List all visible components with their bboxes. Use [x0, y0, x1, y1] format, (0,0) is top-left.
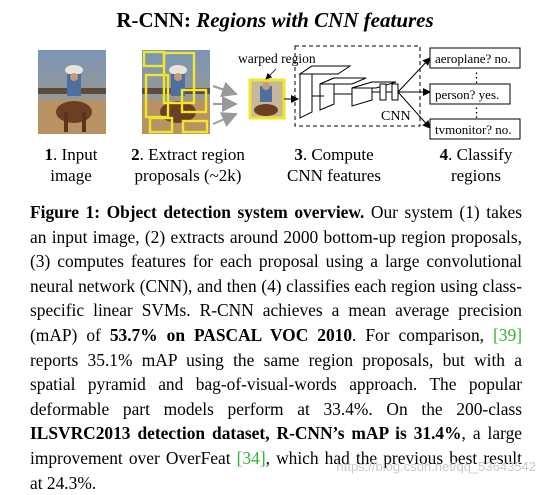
caption-heading: Figure 1: Object detection system overvi… — [30, 202, 365, 222]
ellipsis-dots: ⋮ — [470, 70, 483, 85]
step-number: 3 — [294, 145, 303, 164]
warped-region-image — [248, 78, 286, 120]
figure-title: R-CNN: Regions with CNN features — [0, 8, 550, 33]
output-label: person? yes. — [435, 87, 499, 102]
citation-link[interactable]: [39] — [493, 324, 522, 345]
figure-caption: Figure 1: Object detection system overvi… — [30, 200, 522, 495]
title-prefix: R-CNN: — [116, 8, 197, 32]
warped-region-label: warped region — [238, 51, 316, 66]
step-2-label: 2. Extract region proposals (~2k) — [118, 144, 258, 186]
cnn-network — [294, 45, 421, 127]
step-1-label: 1. Input image — [30, 144, 112, 186]
citation-link[interactable]: [34] — [236, 447, 266, 468]
step-number: 2 — [131, 145, 140, 164]
classifier-output-tvmonitor: tvmonitor? no. — [429, 118, 521, 140]
caption-bold: ILSVRC2013 detection dataset, R-CNN’s mA… — [30, 423, 462, 444]
rcnn-pipeline-diagram: warped region CNN aeroplane? no. ⋮ perso… — [38, 45, 521, 140]
warped-region-pointer — [265, 68, 277, 80]
step-text: image — [50, 166, 92, 185]
caption-text: Our system (1) takes an input image, (2)… — [30, 202, 522, 345]
classifier-output-person: person? yes. — [429, 83, 511, 105]
caption-text: . For comparison, — [352, 324, 494, 345]
step-number: 4 — [439, 145, 449, 164]
step-text: . Classify — [448, 145, 513, 164]
watermark: https://blog.csdn.net/qq_53643542 — [336, 459, 537, 474]
step-text: . Compute — [302, 145, 374, 164]
classifier-arrows — [397, 57, 431, 129]
output-label: tvmonitor? no. — [435, 122, 512, 137]
proposal-arrows — [212, 81, 238, 127]
caption-bold: 53.7% on PASCAL VOC 2010 — [109, 324, 353, 345]
step-3-label: 3. Compute CNN features — [275, 144, 393, 186]
input-image — [38, 50, 106, 134]
step-4-label: 4. Classify regions — [420, 144, 532, 186]
cnn-label: CNN — [381, 109, 411, 124]
caption-text: reports 35.1% mAP using the same region … — [30, 349, 522, 419]
step-text: regions — [450, 166, 502, 185]
step-text: . Extract region — [139, 145, 245, 164]
step-text: . Input — [53, 145, 98, 164]
classifier-output-aeroplane: aeroplane? no. — [429, 47, 521, 69]
title-italic: Regions with CNN features — [196, 8, 434, 32]
step-number: 1 — [44, 145, 54, 164]
ellipsis-dots: ⋮ — [470, 105, 483, 120]
caption-text: , a large improvement over OverFeat — [30, 423, 522, 468]
step-text: proposals (~2k) — [134, 166, 242, 185]
proposals-image — [142, 50, 210, 134]
step-text: CNN features — [287, 166, 381, 185]
proposal-boxes — [142, 50, 209, 134]
output-label: aeroplane? no. — [435, 51, 511, 66]
